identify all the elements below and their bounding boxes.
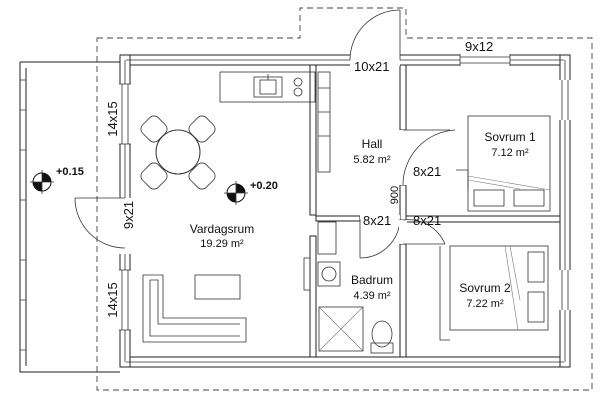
room-area-sovrum2: 7.22 m² xyxy=(466,298,504,310)
dining-table xyxy=(140,115,216,190)
dim-door-entrance: 10x21 xyxy=(354,59,389,74)
dim-door-side: 9x21 xyxy=(121,201,136,229)
dim-door-bed2: 8x21 xyxy=(413,213,441,228)
level-interior-label: +0.20 xyxy=(250,180,278,192)
dim-door-bath: 8x21 xyxy=(363,213,391,228)
dim-window-left-lower: 14x15 xyxy=(105,282,120,317)
room-area-hall: 5.82 m² xyxy=(353,154,391,166)
room-name-hall: Hall xyxy=(362,137,383,151)
dim-partition-width: 900 xyxy=(389,186,401,204)
dim-door-hall-right: 8x21 xyxy=(413,164,441,179)
room-name-vardagsrum: Vardagsrum xyxy=(190,222,254,236)
dim-window-top: 9x12 xyxy=(465,39,493,54)
level-terrace-label: +0.15 xyxy=(56,166,84,178)
bed-sovrum-1 xyxy=(456,115,551,212)
room-area-badrum: 4.39 m² xyxy=(353,290,391,302)
room-name-sovrum2: Sovrum 2 xyxy=(459,281,511,295)
bed-sovrum-2 xyxy=(439,245,549,341)
dim-window-left-upper: 14x15 xyxy=(105,101,120,136)
doors xyxy=(74,9,456,259)
room-area-sovrum1: 7.12 m² xyxy=(491,147,529,159)
terrace xyxy=(19,61,120,373)
level-marker-interior xyxy=(224,181,248,205)
roof-outline xyxy=(96,7,593,391)
level-marker-terrace xyxy=(30,170,54,194)
bathroom-fixtures xyxy=(303,221,394,354)
room-name-badrum: Badrum xyxy=(351,273,393,287)
windows xyxy=(119,54,571,331)
room-area-vardagsrum: 19.29 m² xyxy=(200,238,244,250)
kitchen xyxy=(219,71,331,173)
room-name-sovrum1: Sovrum 1 xyxy=(484,130,536,144)
sofa xyxy=(142,274,247,343)
